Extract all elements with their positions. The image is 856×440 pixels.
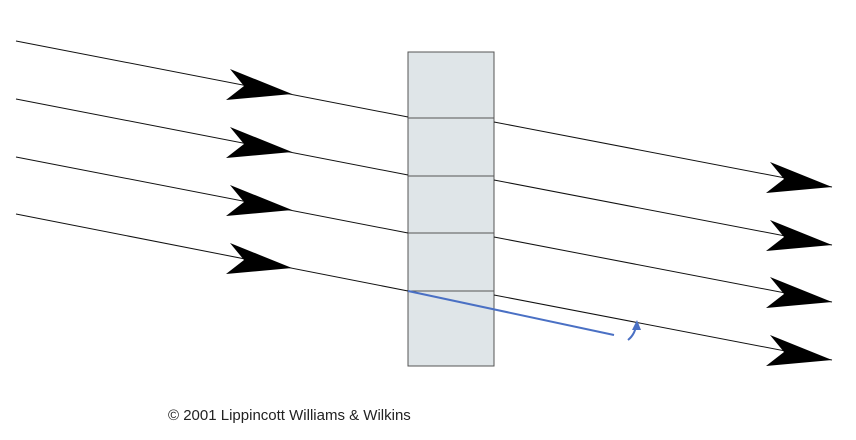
incident-ray (15, 98, 409, 176)
incident-arrowhead (226, 127, 292, 158)
incident-ray (15, 156, 409, 234)
slab (407, 51, 495, 367)
incident-arrowhead (226, 185, 292, 216)
annotation-arrow (407, 290, 641, 341)
annotation-hook-tip (632, 320, 641, 330)
incident-ray (15, 213, 409, 292)
transmitted-arrowhead (766, 162, 832, 193)
transmitted-ray (493, 179, 833, 246)
transmitted-arrowhead (766, 335, 832, 366)
transmitted-ray (493, 236, 833, 303)
transmitted-arrowhead (766, 220, 832, 251)
incident-ray (15, 40, 409, 118)
transmitted-arrowhead (766, 277, 832, 308)
slab-outline (407, 51, 495, 367)
incident-arrowhead (226, 243, 292, 274)
annotation-line (407, 290, 615, 336)
transmitted-ray (493, 121, 833, 188)
transmitted-rays (493, 121, 833, 366)
incident-arrowhead (226, 69, 292, 100)
copyright-notice: © 2001 Lippincott Williams & Wilkins (168, 407, 411, 424)
incident-rays (15, 40, 409, 292)
transmitted-ray (493, 294, 833, 361)
